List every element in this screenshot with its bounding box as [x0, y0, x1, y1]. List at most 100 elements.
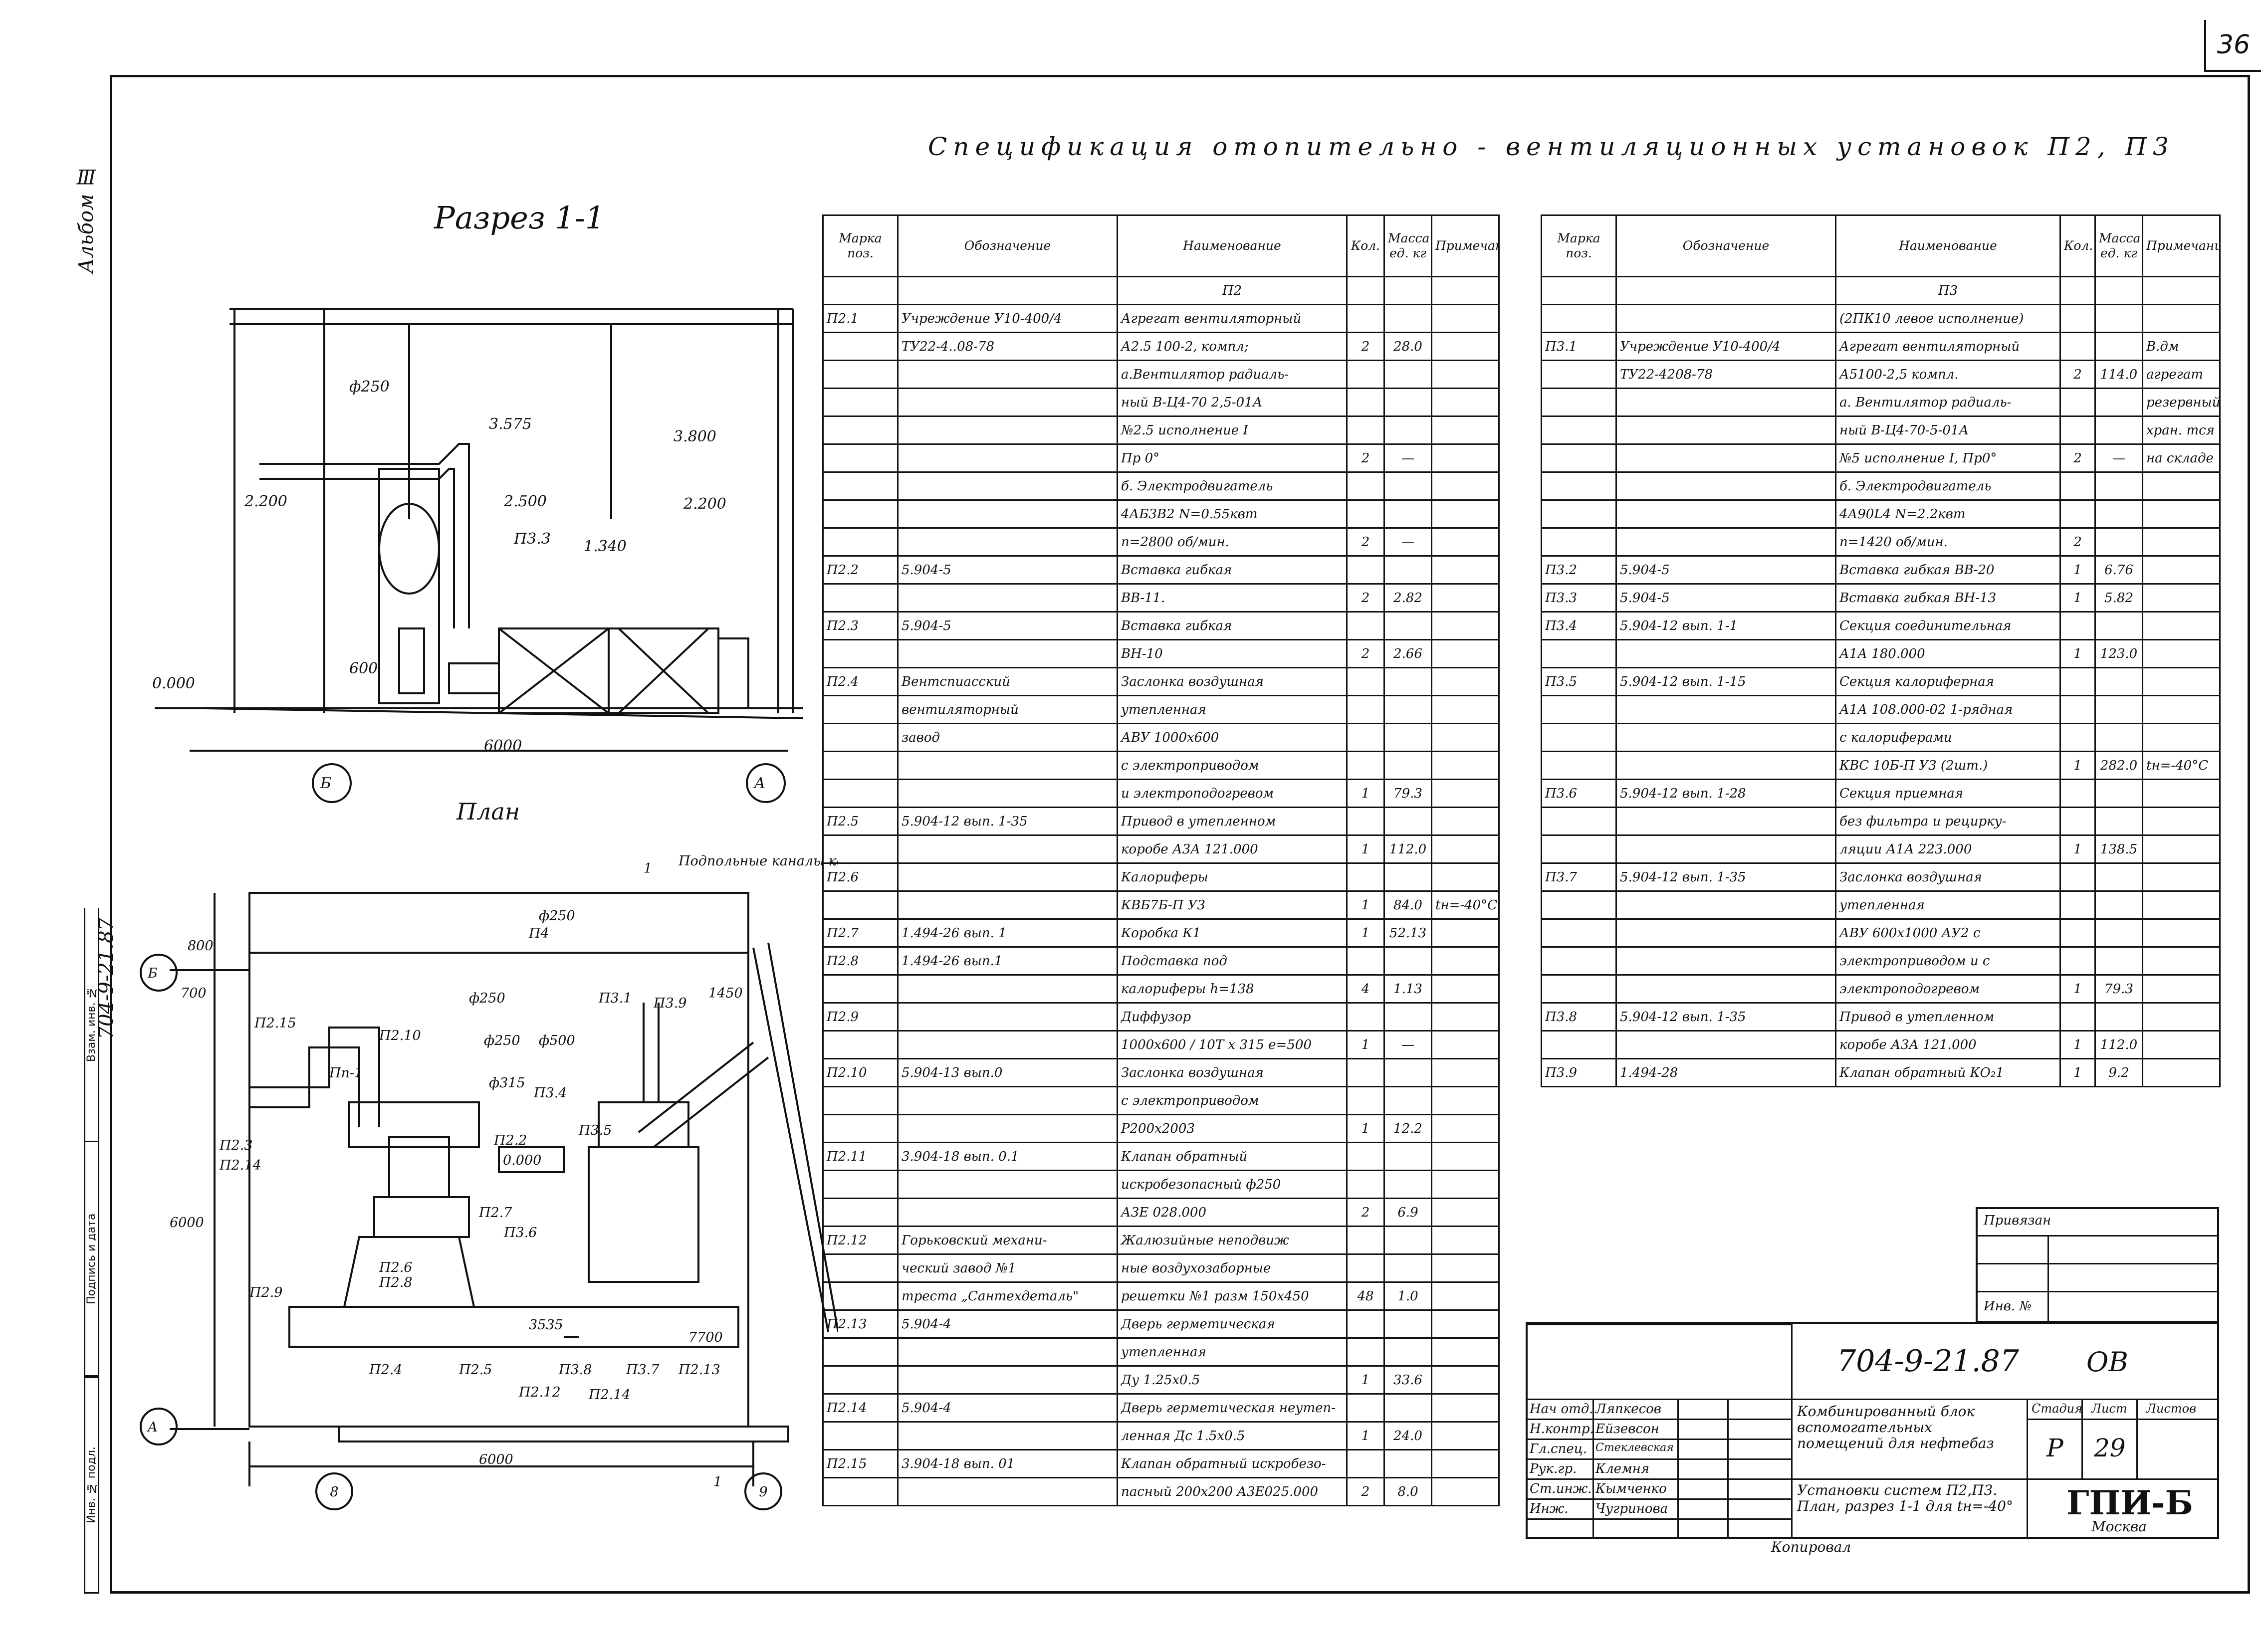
svg-text:П2.2: П2.2: [493, 1133, 527, 1148]
table-cell: №5 исполнение I, Пр0°: [1835, 443, 2061, 473]
table-cell: с калориферами: [1835, 723, 2061, 752]
table-cell: [822, 890, 899, 920]
table-cell: [822, 443, 899, 473]
table-cell: [1346, 723, 1385, 752]
table-cell: [2094, 611, 2143, 640]
table-cell: [1346, 304, 1385, 333]
table-row: с калориферами: [1541, 723, 2221, 752]
table-cell: Диффузор: [1117, 1002, 1348, 1031]
table-cell: П3.2: [1541, 555, 1617, 585]
table-cell: 33.6: [1383, 1365, 1432, 1395]
sheet-label: Лист: [2091, 1402, 2127, 1416]
svg-text:П3.9: П3.9: [653, 996, 687, 1011]
table-cell: [1431, 834, 1500, 864]
table-cell: [2142, 527, 2221, 557]
table-cell: [1346, 1309, 1385, 1339]
table-cell: [1431, 918, 1500, 948]
table-cell: [1615, 388, 1836, 417]
table-cell: [1431, 1226, 1500, 1255]
table-cell: —: [1383, 1030, 1432, 1059]
table-cell: [1346, 695, 1385, 724]
table-cell: 2: [1346, 527, 1385, 557]
table-cell: [1431, 276, 1500, 305]
table-cell: 2: [1346, 1477, 1385, 1506]
table-cell: [822, 1421, 899, 1450]
role-5: Ст.инж.: [1530, 1481, 1592, 1496]
table-cell: П2.5: [822, 807, 899, 836]
table-cell: [897, 1086, 1118, 1115]
table-cell: [822, 1030, 899, 1059]
table-cell: [2059, 304, 2096, 333]
table-cell: 1: [2059, 834, 2096, 864]
section-dimensions: 6000 ф250 3.575 3.800 2.200 2.500 2.200 …: [152, 378, 765, 792]
table-cell: [1615, 974, 1836, 1004]
table-cell: [897, 583, 1118, 613]
table-cell: [1541, 918, 1617, 948]
table-cell: 138.5: [2094, 834, 2143, 864]
table-cell: 5.904-4: [897, 1309, 1118, 1339]
table-row: электроприводом и с: [1541, 946, 2221, 976]
table-cell: [1431, 1365, 1500, 1395]
table-cell: [2142, 807, 2221, 836]
table-cell: [1615, 415, 1836, 445]
table-cell: [1431, 1281, 1500, 1311]
table-cell: [2059, 499, 2096, 529]
table-row: без фильтра и рецирку-: [1541, 807, 2221, 836]
table-cell: [2142, 611, 2221, 640]
svg-text:П3.3: П3.3: [513, 530, 551, 548]
table-cell: П3.5: [1541, 667, 1617, 696]
table-cell: [2094, 779, 2143, 808]
organization: ГПИ-Б: [2066, 1483, 2194, 1522]
table-cell: и электроподогревом: [1117, 779, 1348, 808]
table-cell: 4А90L4 N=2.2квт: [1835, 499, 2061, 529]
svg-text:800: 800: [188, 938, 214, 954]
svg-text:П3.6: П3.6: [503, 1225, 537, 1240]
table-cell: [1431, 583, 1500, 613]
section-1-1-linework: [155, 308, 804, 803]
table-cell: [2094, 332, 2143, 361]
table-cell: АВУ 600х1000 АУ2 с: [1835, 918, 2061, 948]
table-cell: [1431, 807, 1500, 836]
strip-cell-orig: Инв. № подл.: [84, 1377, 99, 1594]
svg-text:1.340: 1.340: [584, 538, 627, 555]
table-cell: [822, 1281, 899, 1311]
table-cell: [1431, 1170, 1500, 1199]
table-cell: [1383, 667, 1432, 696]
table-cell: [1383, 1086, 1432, 1115]
table-row: №5 исполнение I, Пр0°2—на складе: [1541, 443, 2221, 473]
table-cell: Секция соединительная: [1835, 611, 2061, 640]
table-cell: [1346, 611, 1385, 640]
table-cell: [1383, 1226, 1432, 1255]
table-cell: [1431, 1393, 1500, 1423]
table-cell: [897, 1114, 1118, 1143]
table-cell: [1346, 1170, 1385, 1199]
inv-label: Инв. №: [1984, 1299, 2032, 1314]
table-row: П3: [1541, 276, 2221, 305]
table-cell: [2142, 695, 2221, 724]
table-cell: Ду 1.25х0.5: [1117, 1365, 1348, 1395]
table-cell: [1383, 1449, 1432, 1478]
table-cell: [2142, 667, 2221, 696]
table-cell: [1615, 723, 1836, 752]
table-cell: хран. тся: [2142, 415, 2221, 445]
svg-text:ф250: ф250: [484, 1033, 520, 1048]
table-cell: [1383, 807, 1432, 836]
table-cell: 282.0: [2094, 751, 2143, 780]
table-cell: 1.494-26 вып. 1: [897, 918, 1118, 948]
table-cell: [822, 1337, 899, 1367]
project-name: Комбинированный блок вспомогательных пом…: [1797, 1403, 1994, 1451]
table-cell: [1383, 276, 1432, 305]
svg-text:2.500: 2.500: [503, 493, 547, 510]
table-cell: [1431, 304, 1500, 333]
table-cell: Заслонка воздушная: [1117, 667, 1348, 696]
